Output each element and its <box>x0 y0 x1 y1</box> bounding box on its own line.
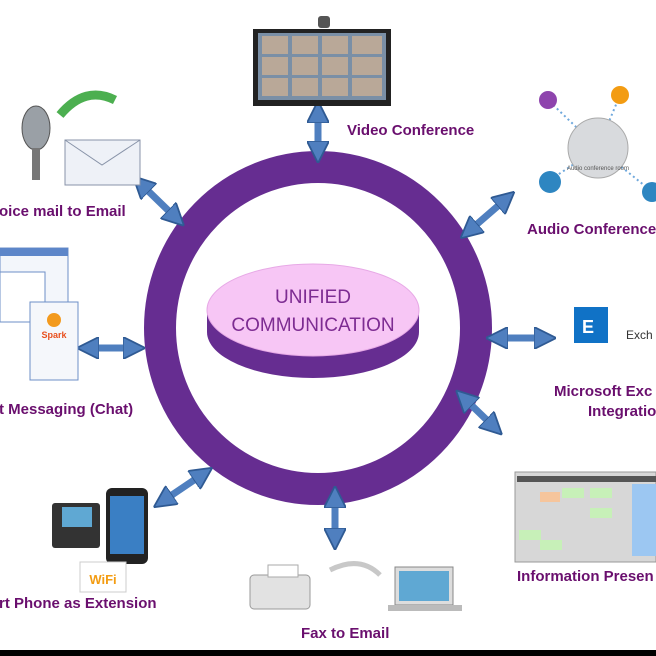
spark-logo-text: Spark <box>41 330 67 340</box>
fax-laptop-icon <box>249 561 462 611</box>
wifi-logo-text: WiFi <box>89 572 116 587</box>
exchange-logo-icon: E Exch <box>574 307 653 343</box>
central-ring <box>144 151 492 505</box>
exchange-logo-text: Exch <box>626 328 653 342</box>
arrow-audio <box>469 199 506 231</box>
label-voice-mail: oice mail to Email <box>0 203 126 220</box>
label-phone-extension: rt Phone as Extension <box>0 595 157 612</box>
audio-room-caption: Audio conference room <box>567 166 629 172</box>
bottom-border <box>0 650 656 656</box>
label-information: Information Presen <box>517 568 654 585</box>
label-fax: Fax to Email <box>301 625 390 642</box>
center-title-line2: COMMUNICATION <box>231 315 394 336</box>
label-chat: t Messaging (Chat) <box>0 401 134 418</box>
center-title-line1: UNIFIED <box>275 287 351 308</box>
label-audio-conference: Audio Conference <box>527 221 656 238</box>
label-exchange-line2: Integratio <box>588 403 656 420</box>
microphone-envelope-icon <box>21 90 141 186</box>
center-disk: UNIFIED COMMUNICATION <box>206 263 420 378</box>
arrow-phone <box>163 474 203 501</box>
svg-text:E: E <box>582 317 594 337</box>
arrow-info <box>464 398 494 427</box>
dashboard-screenshot-icon <box>514 471 656 563</box>
label-video-conference: Video Conference <box>347 122 475 139</box>
audio-conference-room-icon: Audio conference room <box>539 86 656 202</box>
video-wall-monitor-icon <box>253 16 391 106</box>
arrow-voicemail <box>141 184 176 218</box>
spark-chat-window-icon: Spark <box>0 247 79 381</box>
smartphone-wifi-icon: WiFi <box>52 488 148 593</box>
label-exchange: Microsoft Exc <box>554 383 653 400</box>
